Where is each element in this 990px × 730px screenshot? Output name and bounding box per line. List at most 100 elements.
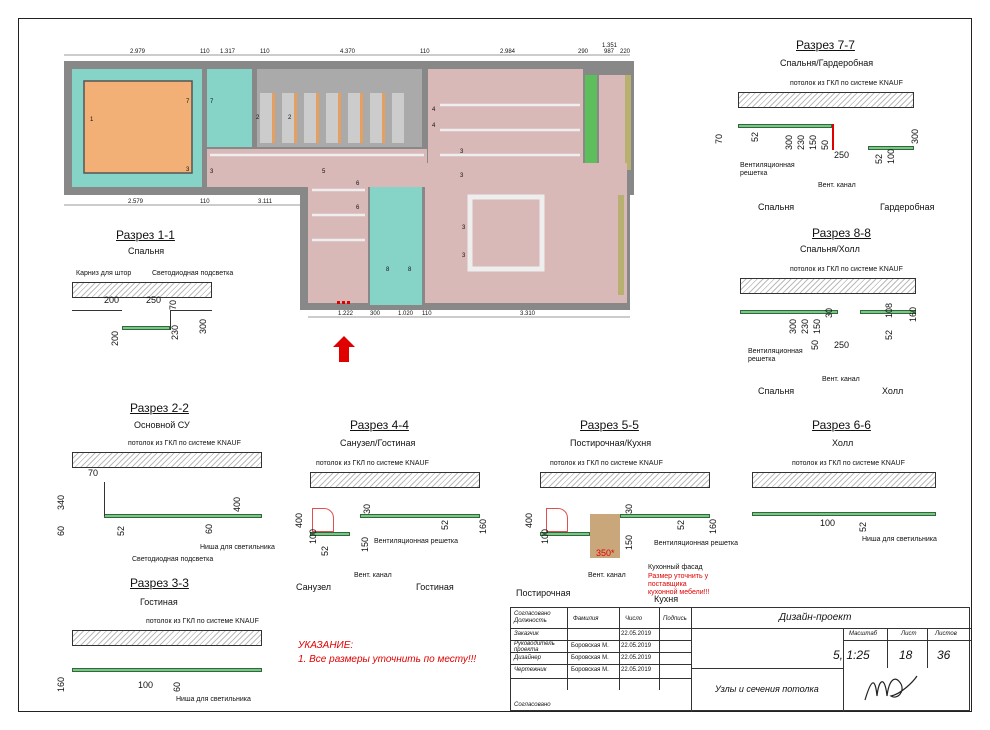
dim-top-1: 2.979 (130, 49, 146, 55)
dim-bottom-left-3: 3.111 (258, 199, 273, 205)
agreed-label: Согласовано (514, 702, 551, 708)
section-title: Разрез 5-5 (580, 418, 639, 432)
dim: 400 (232, 496, 242, 512)
floor-plan-svg (64, 54, 634, 318)
dim-top-8: 290 (578, 49, 589, 55)
room-right: Гостиная (416, 582, 454, 592)
dim-top-10: 987 (604, 49, 615, 55)
note-text: 1. Все размеры уточнить по месту!!! (298, 654, 477, 665)
row-role: Дизайнер (514, 655, 541, 661)
plan-mark: 3 (462, 253, 466, 259)
gkl-ceiling (860, 310, 916, 314)
dim-top-2: 110 (200, 49, 210, 55)
dim: 160 (708, 518, 718, 534)
dim: 52 (440, 519, 450, 530)
concrete-slab (72, 452, 262, 468)
sheets-value: 36 (937, 648, 951, 662)
line (843, 628, 844, 712)
label-vent-channel: Вент. канал (822, 376, 860, 383)
dim: 52 (874, 153, 884, 164)
label-ceiling: потолок из ГКЛ по системе KNAUF (128, 440, 241, 447)
dim: 60 (204, 523, 214, 534)
line (691, 608, 692, 712)
room-left: Спальня (758, 202, 795, 212)
label-ceiling: потолок из ГКЛ по системе KNAUF (790, 80, 903, 87)
header-date: Число (625, 616, 643, 622)
section-subtitle: Спальня (128, 246, 165, 256)
dim: 340 (56, 494, 66, 510)
dim: 160 (478, 518, 488, 534)
line (511, 628, 971, 629)
dim: 230 (170, 324, 180, 340)
gkl-ceiling (122, 326, 170, 330)
line (659, 608, 660, 690)
dim: 150 (624, 534, 634, 550)
signature-icon (864, 675, 918, 701)
dim: 230 (800, 318, 810, 334)
dim-top-5: 4.370 (340, 49, 356, 55)
dim: 50 (810, 339, 820, 350)
dim: 160 (908, 306, 918, 322)
row-date: 22.05.2019 (621, 655, 652, 661)
plan-mark: 7 (210, 99, 214, 105)
row-role: Заказчик (514, 631, 539, 637)
dim-bottom-5: 3.310 (520, 311, 536, 317)
dim: 200 (110, 330, 120, 346)
header-scale: Масштаб (849, 631, 878, 637)
label-facade: Кухонный фасад (648, 564, 703, 571)
sheet-value: 18 (899, 648, 913, 662)
plan-mark: 6 (356, 205, 360, 211)
label-ceiling: потолок из ГКЛ по системе KNAUF (792, 460, 905, 467)
section-subtitle: Спальня/Холл (800, 244, 860, 254)
section-title: Разрез 4-4 (350, 418, 409, 432)
dim: 100 (308, 528, 318, 544)
label-vent-grille: Вентиляционная решетка (748, 348, 803, 363)
section-title: Разрез 6-6 (812, 418, 871, 432)
scale-value: 5, 1:25 (833, 648, 870, 662)
dim: 250 (834, 150, 850, 160)
dim: 30 (362, 503, 372, 514)
dim: 60 (172, 681, 182, 692)
plan-mark: 4 (432, 107, 436, 113)
label-note: Размер уточнить у поставщика кухонной ме… (648, 573, 710, 596)
dim: 150 (812, 318, 822, 334)
dim-bottom-1: 1.222 (338, 311, 354, 317)
section-title: Разрез 7-7 (796, 38, 855, 52)
plan-mark: 5 (322, 169, 326, 175)
gkl-ceiling (620, 514, 710, 518)
line (72, 310, 122, 311)
label-niche: Ниша для светильника (200, 544, 275, 551)
line (170, 310, 212, 311)
room-right: Гардеробная (880, 202, 935, 212)
dim-top-11: 220 (620, 49, 631, 55)
dim-top-7: 2.984 (500, 49, 516, 55)
dim-bottom-4: 110 (422, 311, 432, 317)
label-ceiling: потолок из ГКЛ по системе KNAUF (316, 460, 429, 467)
gkl-ceiling (72, 668, 262, 672)
gkl-ceiling (104, 514, 262, 518)
dim-top-6: 110 (420, 49, 430, 55)
plan-mark: 1 (90, 117, 94, 123)
section-subtitle: Гостиная (140, 597, 178, 607)
gkl-ceiling (740, 310, 838, 314)
vent-line (832, 124, 834, 150)
line (691, 668, 843, 669)
label-niche: Ниша для светильника (862, 536, 937, 543)
dim-top-3: 1.317 (220, 49, 236, 55)
label-cornice: Карниз для штор (76, 270, 132, 277)
dim-bottom-left-2: 110 (200, 199, 210, 205)
plan-mark: 2 (256, 115, 260, 121)
dim: 300 (910, 128, 920, 144)
label-led: Светодиодная подсветка (152, 270, 234, 277)
dim-top-9: 1.351 (602, 43, 618, 49)
plan-mark: 6 (356, 181, 360, 187)
dim: 250 (834, 340, 850, 350)
dim-bottom-2: 300 (370, 311, 381, 317)
room-left: Постирочная (516, 588, 571, 598)
section-subtitle: Санузел/Гостиная (340, 438, 416, 448)
concrete-slab (752, 472, 936, 488)
line (511, 652, 691, 653)
label-vent-grille: Вентиляционная решетка (654, 540, 738, 547)
section-subtitle: Основной СУ (134, 420, 190, 430)
row-name: Боровская М. (571, 643, 609, 649)
